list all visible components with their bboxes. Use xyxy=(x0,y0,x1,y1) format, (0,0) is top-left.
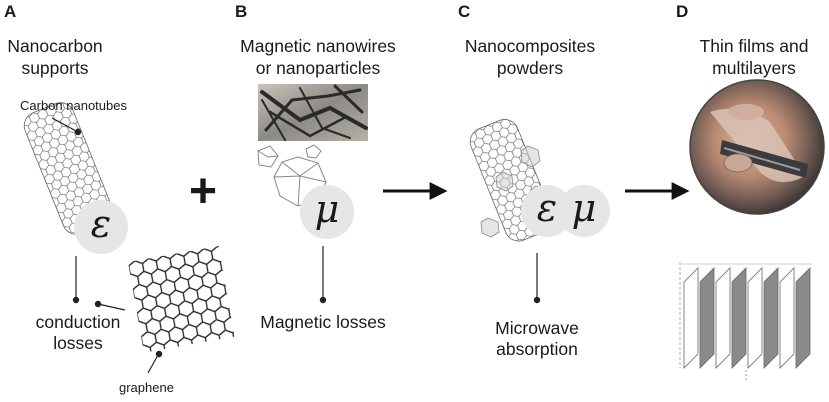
panel-c-title-line1: Nanocomposites xyxy=(464,36,596,56)
mu-circle-b xyxy=(300,185,354,239)
magnetic-losses-label: Magnetic losses xyxy=(260,312,386,332)
plus-operator: + xyxy=(189,165,218,218)
multilayer-stack xyxy=(679,262,812,382)
mu-loss-dot xyxy=(319,296,327,304)
absorption-dot xyxy=(533,296,541,304)
mu-symbol-b: μ xyxy=(314,187,340,231)
graphene-bottom-dot xyxy=(155,350,163,358)
epsilon-loss-dot xyxy=(72,296,80,304)
cnt-label: Carbon nanotubes xyxy=(20,98,127,113)
panel-b-title-line1: Magnetic nanowires xyxy=(240,36,396,56)
thin-film-photo xyxy=(689,79,825,215)
cnt-label-dot xyxy=(74,128,82,136)
panel-label-d: D xyxy=(676,2,689,21)
mu-circle-c xyxy=(558,185,610,237)
polyhedra-nanoparticles xyxy=(257,144,327,207)
microwave-line1: Microwave xyxy=(495,318,579,338)
microwave-line2: absorption xyxy=(496,339,578,359)
mu-symbol-c: μ xyxy=(571,186,597,230)
epsilon-symbol-c: ε xyxy=(536,186,558,230)
panel-label-a: A xyxy=(4,2,17,21)
panel-label-c: C xyxy=(458,2,471,21)
panel-c-title-line2: powders xyxy=(496,58,564,78)
panel-a-title-line2: supports xyxy=(21,58,89,78)
graphene-top-dot xyxy=(94,300,102,308)
panel-d-title-line2: multilayers xyxy=(712,58,796,78)
graphene-sheet-drawing xyxy=(128,246,235,353)
graphene-label: graphene xyxy=(119,380,174,395)
graphene-leader-top xyxy=(97,303,126,311)
panel-d-title-line1: Thin films and xyxy=(699,36,809,56)
panel-a-title-line1: Nanocarbon xyxy=(7,36,103,56)
panel-label-b: B xyxy=(235,2,248,21)
epsilon-symbol-a: ε xyxy=(90,202,112,246)
epsilon-circle-c xyxy=(521,185,573,237)
conduction-loss-line2: losses xyxy=(53,333,103,353)
micrograph-fibers xyxy=(260,84,368,141)
graphene-leader-bottom xyxy=(147,354,159,374)
epsilon-circle xyxy=(74,200,128,254)
conduction-loss-line1: conduction xyxy=(35,312,121,332)
panel-b-title-line2: or nanoparticles xyxy=(255,58,381,78)
cnt-label-leader xyxy=(51,117,79,133)
